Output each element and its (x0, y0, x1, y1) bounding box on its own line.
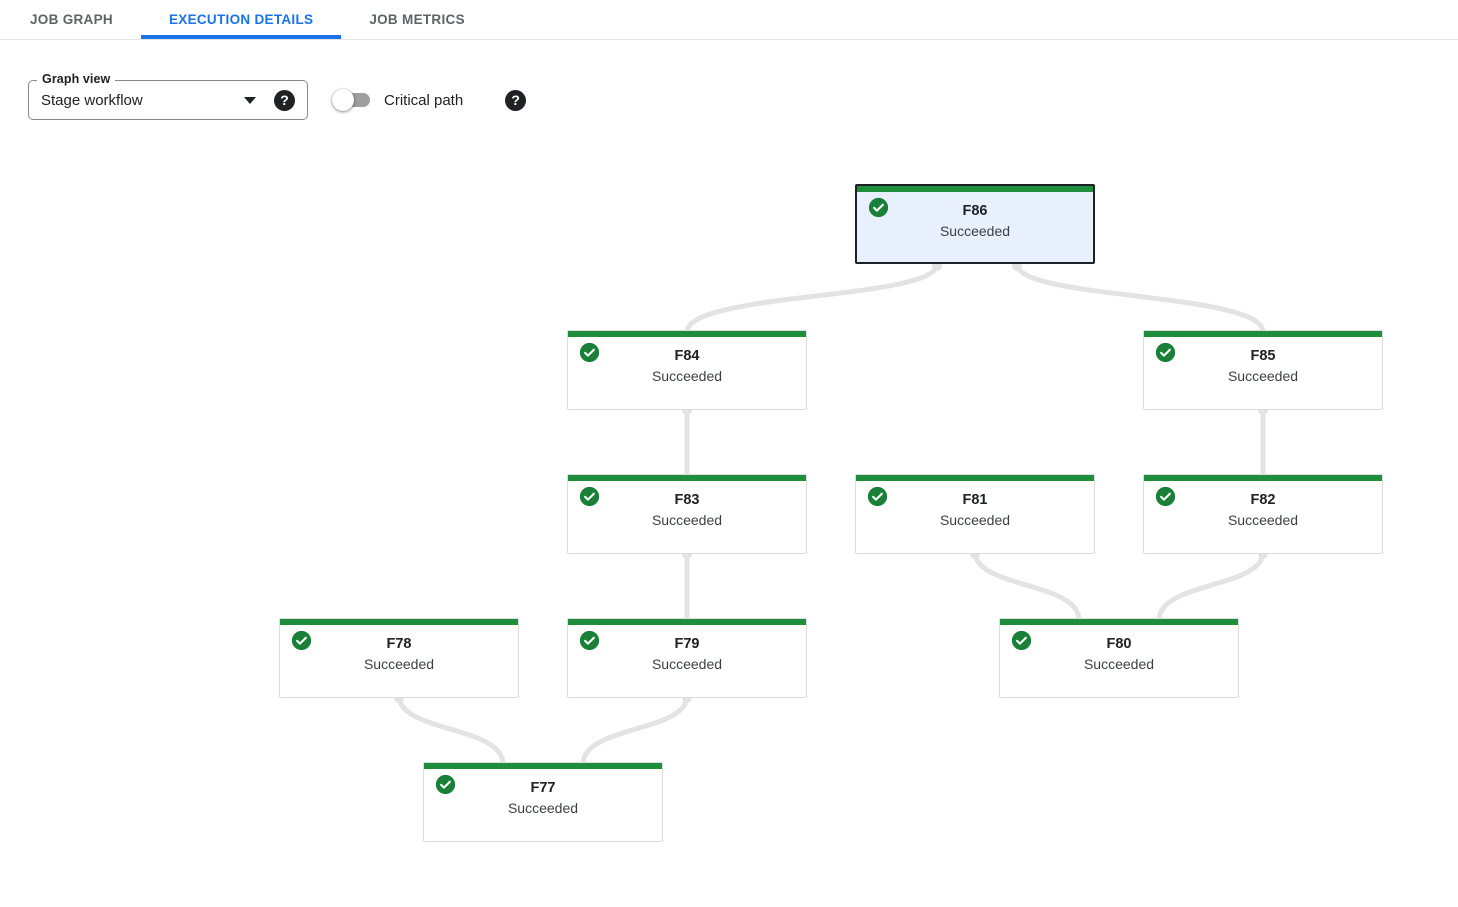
tab-bar: JOB GRAPH EXECUTION DETAILS JOB METRICS (0, 0, 1458, 40)
stage-status: Succeeded (939, 512, 1011, 528)
stage-status: Succeeded (363, 656, 435, 672)
stage-status: Succeeded (507, 800, 579, 816)
graph-view-select[interactable]: Graph view Stage workflow ? (28, 72, 308, 120)
check-circle-icon (579, 630, 600, 651)
critical-path-label: Critical path (384, 91, 464, 109)
edge-f81-f80 (972, 549, 1082, 623)
stage-name: F85 (1250, 348, 1276, 364)
stage-node-f86[interactable]: F86 Succeeded (855, 184, 1095, 264)
check-circle-icon (579, 486, 600, 507)
critical-path-help-icon[interactable]: ? (505, 89, 527, 111)
graph-controls: Graph view Stage workflow ? Critical pat… (28, 72, 1458, 120)
check-circle-icon (868, 197, 889, 218)
stage-name: F77 (530, 780, 556, 796)
stage-node-f83[interactable]: F83 Succeeded (567, 474, 807, 554)
stage-name: F80 (1106, 636, 1132, 652)
stage-node-f80[interactable]: F80 Succeeded (999, 618, 1239, 698)
status-bar (568, 619, 806, 625)
stage-name: F83 (674, 492, 700, 508)
status-bar (568, 331, 806, 337)
status-bar (1144, 475, 1382, 481)
stage-node-f82[interactable]: F82 Succeeded (1143, 474, 1383, 554)
stage-name: F78 (386, 636, 412, 652)
edge-f86-f84 (684, 261, 940, 335)
graph-view-help-icon[interactable]: ? (274, 89, 295, 111)
check-circle-icon (1155, 486, 1176, 507)
edge-f82-f80 (1156, 549, 1266, 623)
edge-f86-f85 (1014, 261, 1266, 335)
stage-name: F82 (1250, 492, 1276, 508)
stage-node-f78[interactable]: F78 Succeeded (279, 618, 519, 698)
critical-path-control: Critical path ? (332, 89, 527, 111)
tab-execution-details[interactable]: EXECUTION DETAILS (141, 0, 341, 39)
check-circle-icon (435, 774, 456, 795)
edge-f78-f77 (396, 693, 506, 767)
graph-view-select-label: Graph view (37, 72, 116, 86)
chevron-down-icon (244, 96, 256, 104)
stage-status: Succeeded (939, 223, 1011, 239)
check-circle-icon (579, 342, 600, 363)
stage-status: Succeeded (651, 512, 723, 528)
edge-f79-f77 (580, 693, 690, 767)
stage-node-f81[interactable]: F81 Succeeded (855, 474, 1095, 554)
stage-name: F81 (962, 492, 988, 508)
status-bar (1144, 331, 1382, 337)
status-bar (1000, 619, 1238, 625)
stage-name: F86 (962, 203, 988, 219)
toggle-knob (332, 89, 354, 111)
stage-node-f85[interactable]: F85 Succeeded (1143, 330, 1383, 410)
tab-job-metrics[interactable]: JOB METRICS (369, 12, 465, 27)
check-circle-icon (867, 486, 888, 507)
status-bar (568, 475, 806, 481)
stage-status: Succeeded (1227, 368, 1299, 384)
tab-job-graph[interactable]: JOB GRAPH (30, 12, 113, 27)
stage-node-f79[interactable]: F79 Succeeded (567, 618, 807, 698)
check-circle-icon (291, 630, 312, 651)
stage-node-f84[interactable]: F84 Succeeded (567, 330, 807, 410)
graph-view-selected-value: Stage workflow (41, 91, 143, 109)
status-bar (424, 763, 662, 769)
stage-status: Succeeded (1227, 512, 1299, 528)
stage-status: Succeeded (651, 368, 723, 384)
check-circle-icon (1155, 342, 1176, 363)
status-bar (280, 619, 518, 625)
status-bar (856, 475, 1094, 481)
critical-path-toggle[interactable] (332, 89, 370, 111)
stage-node-f77[interactable]: F77 Succeeded (423, 762, 663, 842)
status-bar (857, 186, 1093, 192)
stage-status: Succeeded (1083, 656, 1155, 672)
check-circle-icon (1011, 630, 1032, 651)
stage-status: Succeeded (651, 656, 723, 672)
stage-name: F84 (674, 348, 700, 364)
stage-name: F79 (674, 636, 700, 652)
